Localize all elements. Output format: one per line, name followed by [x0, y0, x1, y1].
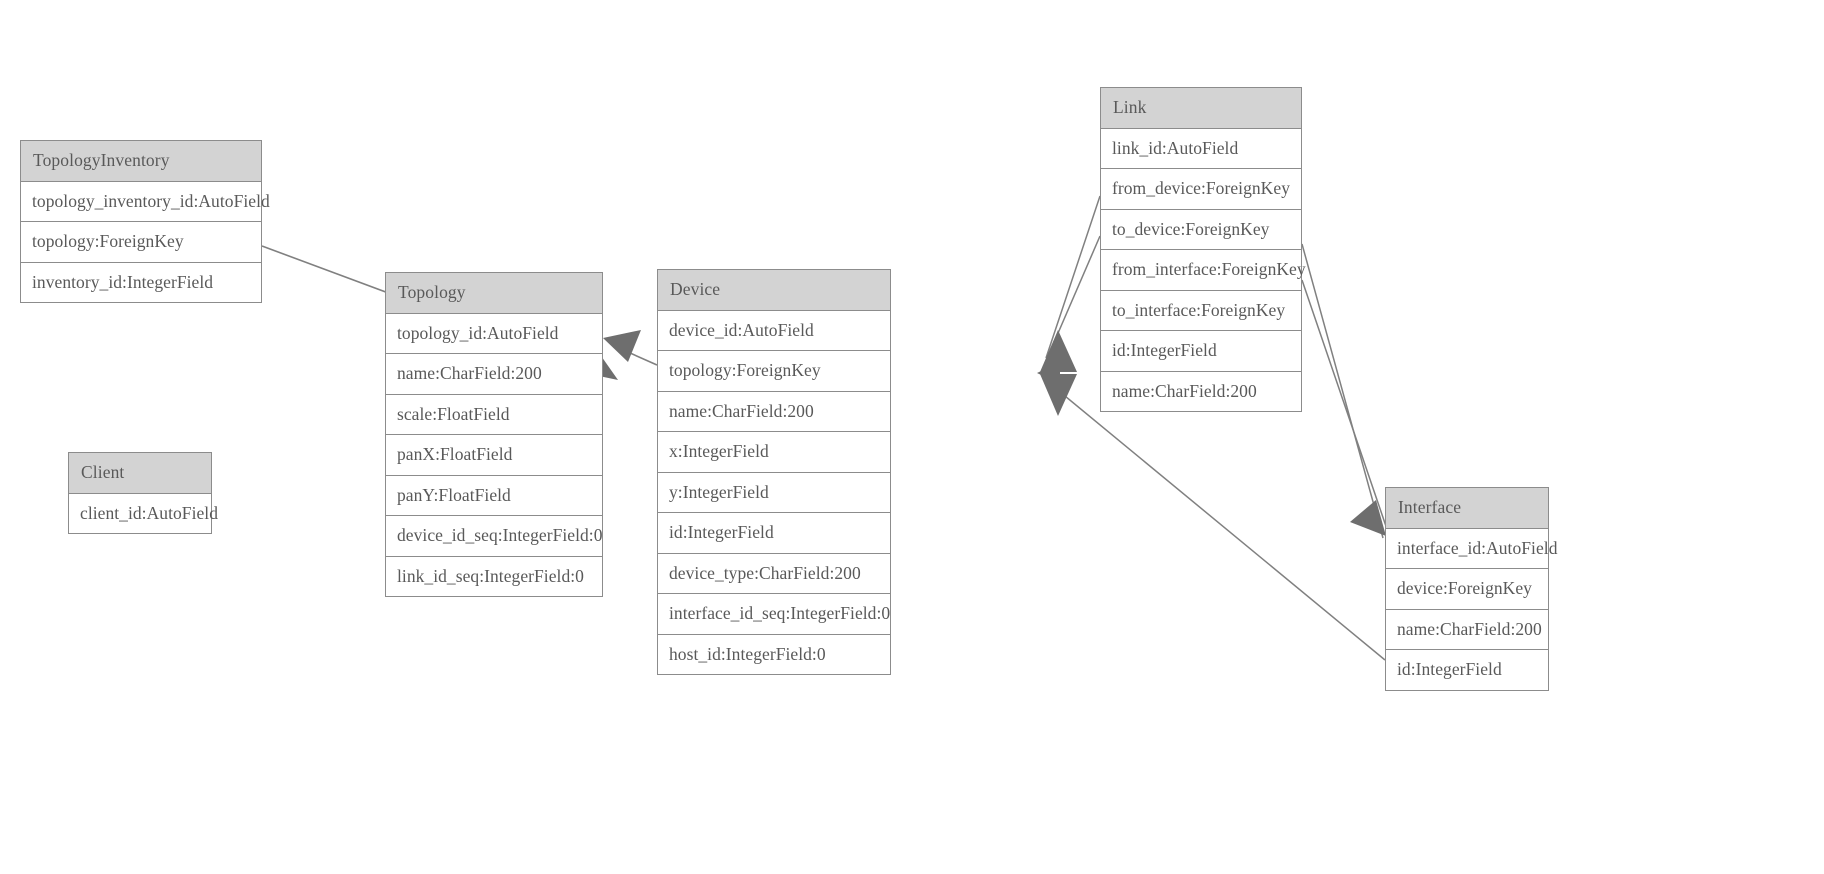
entity-field[interactable]: id:IntegerField: [1386, 650, 1548, 690]
entity-field[interactable]: to_interface:ForeignKey: [1101, 290, 1301, 331]
edge-link-to-interface: [1301, 279, 1391, 539]
entity-field[interactable]: topology_id:AutoField: [386, 313, 602, 354]
entity-title: Device: [658, 270, 890, 311]
entity-title: Topology: [386, 273, 602, 314]
entity-interface[interactable]: Interface interface_id:AutoField device:…: [1385, 487, 1557, 691]
entity-field[interactable]: name:CharField:200: [658, 391, 890, 432]
entity-field[interactable]: link_id_seq:IntegerField:0: [386, 556, 602, 596]
arrowhead-interface-interface-id: [1350, 500, 1386, 536]
entity-title: Interface: [1386, 488, 1548, 529]
entity-client[interactable]: Client client_id:AutoField: [68, 452, 218, 534]
entity-field[interactable]: y:IntegerField: [658, 472, 890, 513]
entity-title: Link: [1101, 88, 1301, 129]
entity-field[interactable]: name:CharField:200: [1386, 609, 1548, 650]
entity-link[interactable]: Link link_id:AutoField from_device:Forei…: [1100, 87, 1306, 412]
entity-field[interactable]: device_id:AutoField: [658, 310, 890, 351]
entity-field[interactable]: topology:ForeignKey: [21, 222, 261, 263]
arrowhead-device-device-id: [1037, 330, 1077, 416]
entity-field[interactable]: host_id:IntegerField:0: [658, 634, 890, 674]
entity-field[interactable]: id:IntegerField: [658, 513, 890, 554]
entity-topology-inventory[interactable]: TopologyInventory topology_inventory_id:…: [20, 140, 270, 303]
entity-device[interactable]: Device device_id:AutoField topology:Fore…: [657, 269, 891, 675]
entity-field[interactable]: from_device:ForeignKey: [1101, 169, 1301, 210]
entity-field[interactable]: id:IntegerField: [1101, 331, 1301, 372]
entity-field[interactable]: name:CharField:200: [1101, 371, 1301, 411]
entity-field[interactable]: client_id:AutoField: [69, 493, 218, 533]
entity-topology[interactable]: Topology topology_id:AutoField name:Char…: [385, 272, 603, 597]
entity-field[interactable]: panY:FloatField: [386, 475, 602, 516]
edge-link-to-device: [1045, 235, 1101, 362]
entity-field[interactable]: link_id:AutoField: [1101, 128, 1301, 169]
edge-link-from-device: [1045, 195, 1101, 359]
entity-field[interactable]: interface_id_seq:IntegerField:0: [658, 594, 890, 635]
entity-field[interactable]: inventory_id:IntegerField: [21, 262, 261, 302]
entity-field[interactable]: name:CharField:200: [386, 354, 602, 395]
edge-interface-device: [1047, 381, 1386, 661]
entity-field[interactable]: to_device:ForeignKey: [1101, 209, 1301, 250]
entity-title: TopologyInventory: [21, 141, 261, 182]
entity-field[interactable]: scale:FloatField: [386, 394, 602, 435]
entity-field[interactable]: interface_id:AutoField: [1386, 528, 1557, 569]
entity-field[interactable]: from_interface:ForeignKey: [1101, 250, 1306, 291]
edge-link-from-interface: [1301, 243, 1384, 539]
entity-field[interactable]: device_type:CharField:200: [658, 553, 890, 594]
entity-title: Client: [69, 453, 211, 494]
edge-device-topology: [603, 330, 658, 366]
entity-field[interactable]: panX:FloatField: [386, 435, 602, 476]
entity-field[interactable]: device:ForeignKey: [1386, 569, 1548, 610]
entity-field[interactable]: topology:ForeignKey: [658, 351, 890, 392]
entity-field[interactable]: device_id_seq:IntegerField:0: [386, 516, 602, 557]
entity-field[interactable]: topology_inventory_id:AutoField: [21, 181, 270, 222]
entity-field[interactable]: x:IntegerField: [658, 432, 890, 473]
